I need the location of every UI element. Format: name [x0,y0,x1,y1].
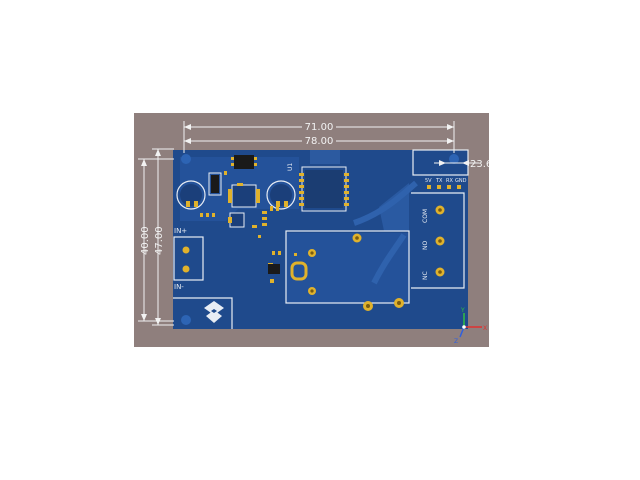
input-label-minus: IN- [174,283,184,291]
capacitor-right[interactable] [270,184,292,206]
ic-top-pads [231,157,257,166]
dim-label-height-outer: 40.00 [140,226,151,255]
input-pad-plus[interactable] [182,246,190,254]
dim-label-offset: 23.60 [470,159,489,170]
dim-label-width-outer: 71.00 [305,122,334,133]
diode-outline [208,172,222,196]
dim-label-bg-2 [302,135,336,146]
module-ref-label: U1 [287,163,294,171]
copper-pour-relay [286,233,409,303]
inductor-pad-1 [228,189,232,203]
relay-outline [285,230,410,304]
axis-label-x: X [483,325,487,332]
diode[interactable] [211,175,219,193]
cap-right-outline [266,180,296,210]
regulator[interactable] [229,212,245,228]
axis-triad-icon [459,313,482,338]
uart-label-rx: RX [446,178,453,184]
module-pads [299,173,349,206]
inductor-pad-3 [237,183,243,186]
pcb-render: U1 [134,113,489,347]
inductor-pad-2 [256,189,260,203]
logo-outline [173,297,233,329]
uart-label-gnd: GND [455,178,467,184]
module-outline [301,166,347,212]
inductor[interactable] [231,184,257,208]
trace-2 [371,233,407,285]
ic-top[interactable] [234,155,254,169]
mounting-hole-bl [181,315,191,325]
dim-label-bg-1 [302,121,336,132]
relay-terminal-outline [411,192,465,289]
uart-header[interactable] [427,185,461,189]
uart-label-tx: TX [435,178,443,184]
capacitor-left[interactable] [180,184,202,206]
mounting-hole-tr [449,154,459,164]
cap-right-pad-1 [276,201,280,207]
terminal-label-no: NO [422,241,429,250]
input-pad-minus[interactable] [182,265,190,273]
input-terminal-outline [173,236,204,281]
mounting-hole-tl [181,154,191,164]
transistor[interactable] [268,264,280,274]
dimension-arrows [141,124,469,325]
dim-label-width-inner: 78.00 [305,136,334,147]
trace-1 [353,180,418,226]
cap-right-pad-2 [284,201,288,207]
cap-left-pad-1 [186,201,190,207]
pcb-scene[interactable]: U1 [134,113,489,347]
brand-logo-icon [204,301,224,323]
cap-left-outline [176,180,206,210]
cap-left-pad-2 [194,201,198,207]
dim-label-height-inner: 47.00 [154,226,165,255]
axis-label-y: Y [460,307,465,314]
terminal-label-com: COM [422,209,429,223]
wifi-module[interactable] [305,170,343,208]
axis-label-z: Z [454,338,458,345]
relay-coil-pad [290,261,308,281]
input-label-plus: IN+ [174,227,187,235]
uart-label-5v: 5V [425,178,432,184]
regulator-pad-1 [228,217,232,223]
board-notch [310,150,340,164]
terminal-label-nc: NC [422,271,429,280]
